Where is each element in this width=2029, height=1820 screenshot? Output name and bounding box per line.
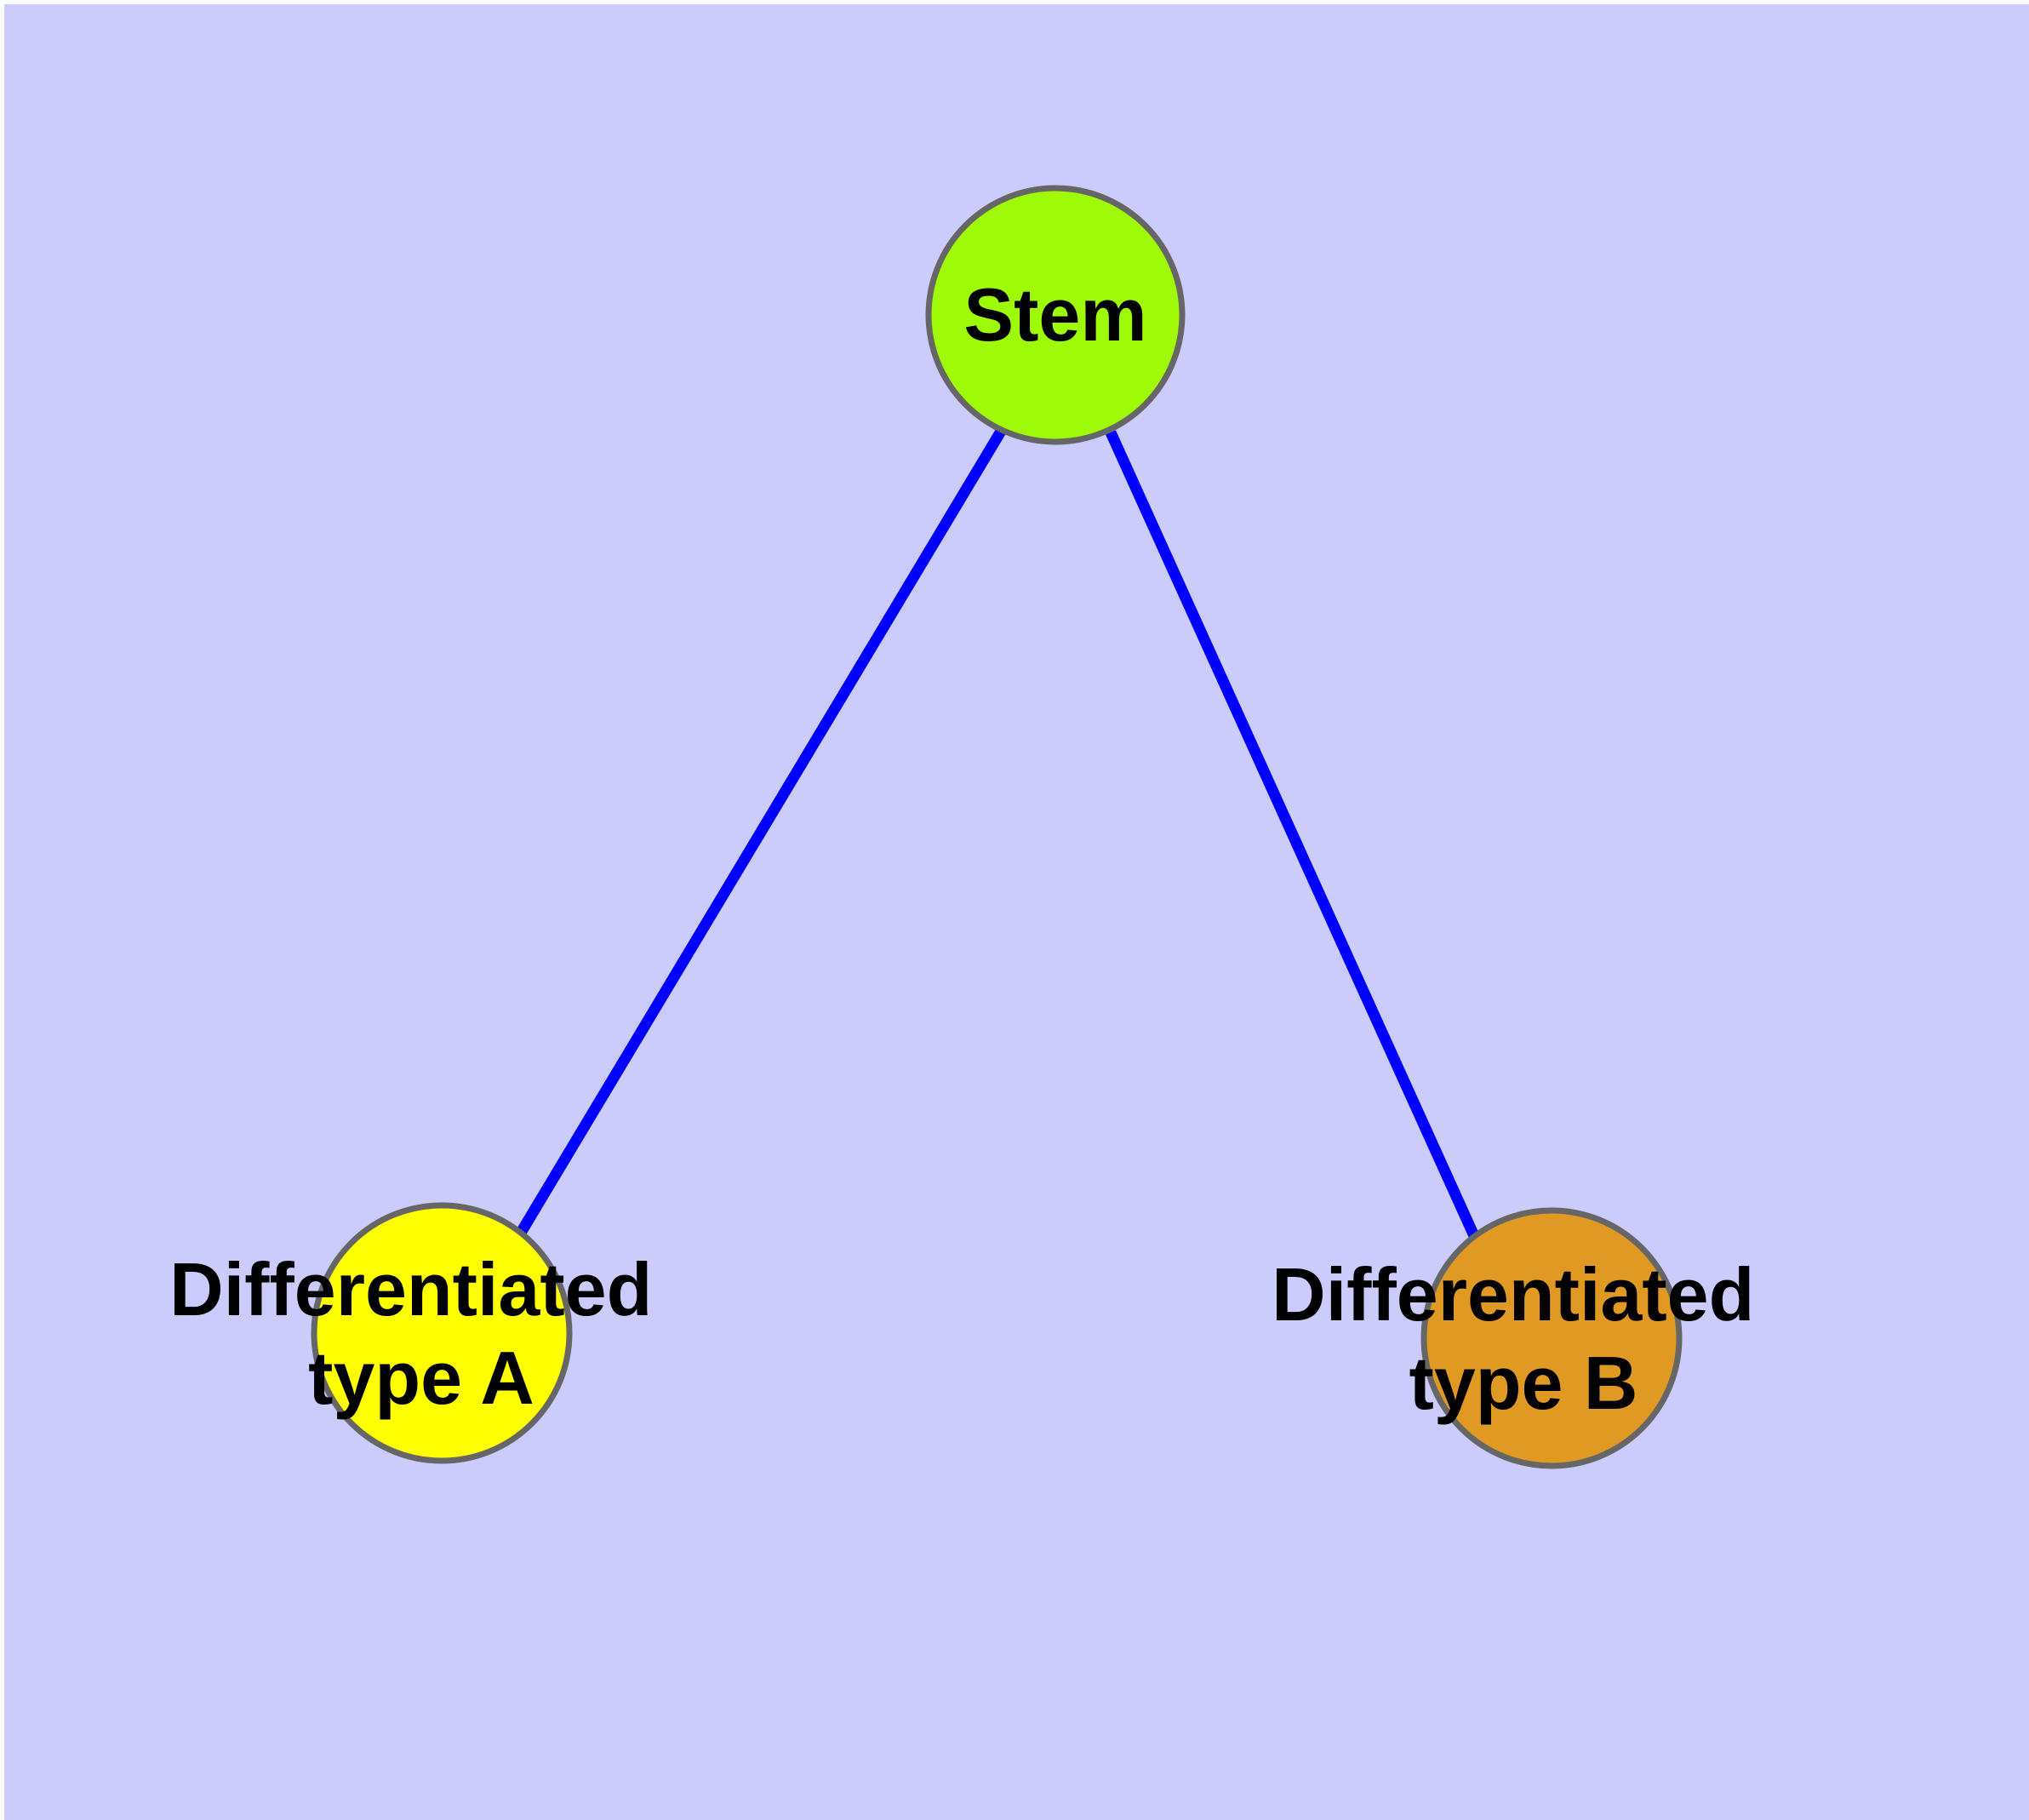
node-differentiated-type-b-label-line-1: Differentiated [1272, 1252, 1754, 1336]
node-differentiated-type-a-circle[interactable] [311, 1202, 573, 1464]
node-differentiated-type-a-label-line-1: Differentiated [169, 1247, 652, 1331]
node-differentiated-type-a-label: Differentiated type A [169, 1247, 673, 1420]
node-differentiated-type-b-circle[interactable] [1420, 1207, 1683, 1469]
node-stem-label-line-1: Stem [963, 272, 1146, 357]
edge-stem-to-differentiated-type-b[interactable] [1106, 430, 1480, 1240]
label-layer: Stem Differentiated type A Differentiate… [169, 272, 1775, 1425]
edge-layer [516, 426, 1480, 1240]
edge-stem-to-differentiated-type-a[interactable] [516, 426, 1007, 1236]
node-differentiated-type-a-label-line-2: type A [308, 1336, 534, 1420]
node-differentiated-type-b-label: Differentiated type B [1272, 1252, 1775, 1425]
node-differentiated-type-b-label-line-2: type B [1409, 1341, 1638, 1425]
node-stem-label: Stem [963, 272, 1146, 357]
node-layer [311, 185, 1683, 1469]
node-stem-circle[interactable] [925, 185, 1186, 445]
